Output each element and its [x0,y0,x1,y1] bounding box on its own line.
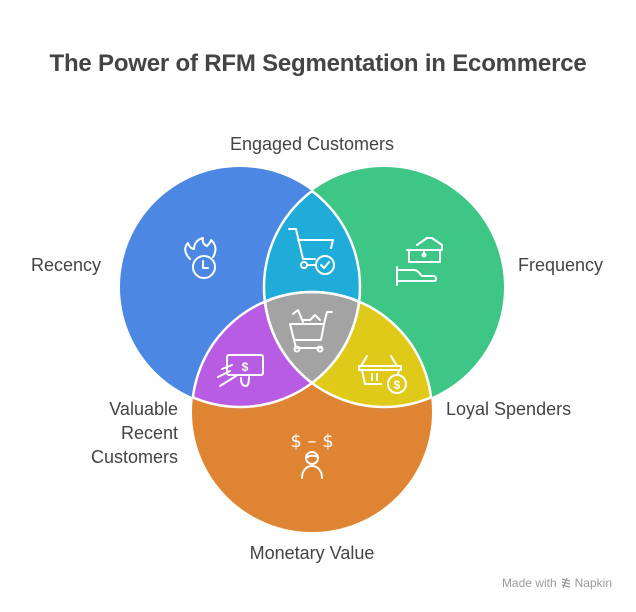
valuable-dollar-text: $ [242,360,249,374]
label-recency: Recency [31,255,102,275]
napkin-logo-icon [561,577,570,589]
footer-credit: Made with Napkin [502,576,612,590]
label-loyal-spenders: Loyal Spenders [446,399,572,419]
cart-check-icon [288,228,335,275]
loyal-dollar-text: $ [394,378,401,392]
fire-clock-icon [184,237,217,279]
basket-dollar-icon [358,355,407,394]
region-valuable-recent [192,292,360,407]
diagram-title: The Power of RFM Segmentation in Ecommer… [49,50,587,77]
hand-cash-icon [217,354,264,387]
label-valuable-recent-customers: Valuable Recent Customers [90,399,178,467]
hand-briefcase-icon [396,237,443,286]
region-loyal-spenders [264,292,432,407]
full-cart-icon [289,309,333,353]
money-exchange-text: $ – $ [290,431,333,452]
footer-brand: Napkin [574,576,612,590]
label-engaged-customers: Engaged Customers [229,134,395,154]
person-money-icon [301,451,323,479]
label-monetary-value: Monetary Value [249,543,375,563]
label-frequency: Frequency [518,255,604,275]
footer-prefix: Made with [501,576,557,590]
